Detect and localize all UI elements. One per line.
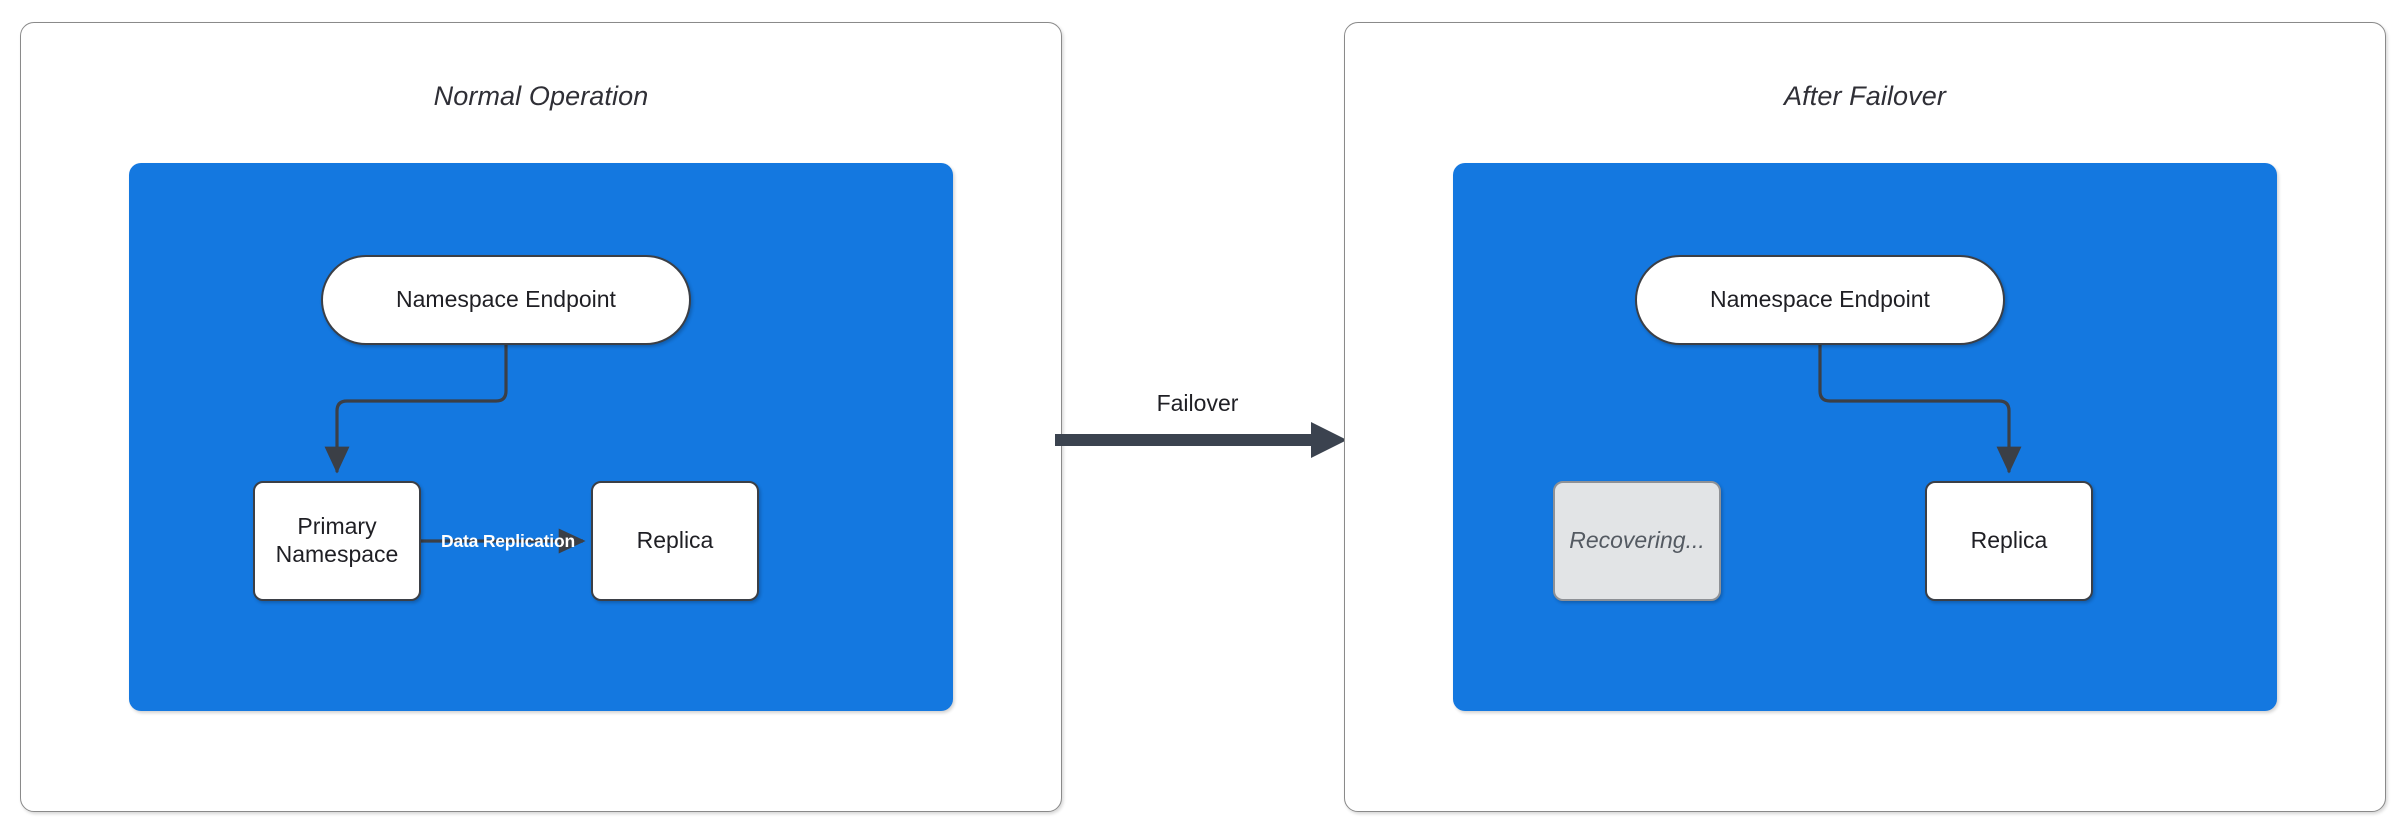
- failover-arrow-icon: [1055, 422, 1347, 458]
- region-after-failover: [1453, 163, 2277, 711]
- node-primary-namespace-line2: Namespace: [275, 541, 399, 567]
- panel-title-normal-operation: Normal Operation: [433, 81, 649, 111]
- node-recovering[interactable]: Recovering...: [1553, 481, 1721, 601]
- panel-title-after-failover: After Failover: [1784, 81, 1946, 111]
- region-normal-operation: [129, 163, 953, 711]
- panel-after-failover: After Failover Namespace Endpoint Recove…: [1344, 22, 2386, 812]
- node-primary-namespace-line1: Primary: [297, 513, 377, 540]
- node-namespace-endpoint[interactable]: Namespace Endpoint: [321, 255, 691, 345]
- failover-label: Failover: [1156, 390, 1239, 416]
- failover-transition: Failover: [1055, 390, 1355, 500]
- node-namespace-endpoint[interactable]: Namespace Endpoint: [1635, 255, 2005, 345]
- node-primary-namespace[interactable]: Primary Namespace: [253, 481, 421, 601]
- node-replica[interactable]: Replica: [591, 481, 759, 601]
- panel-normal-operation: Normal Operation Namespace Endpoint Prim…: [20, 22, 1062, 812]
- edge-label-data-replication: Data Replication: [441, 530, 575, 551]
- node-replica[interactable]: Replica: [1925, 481, 2093, 601]
